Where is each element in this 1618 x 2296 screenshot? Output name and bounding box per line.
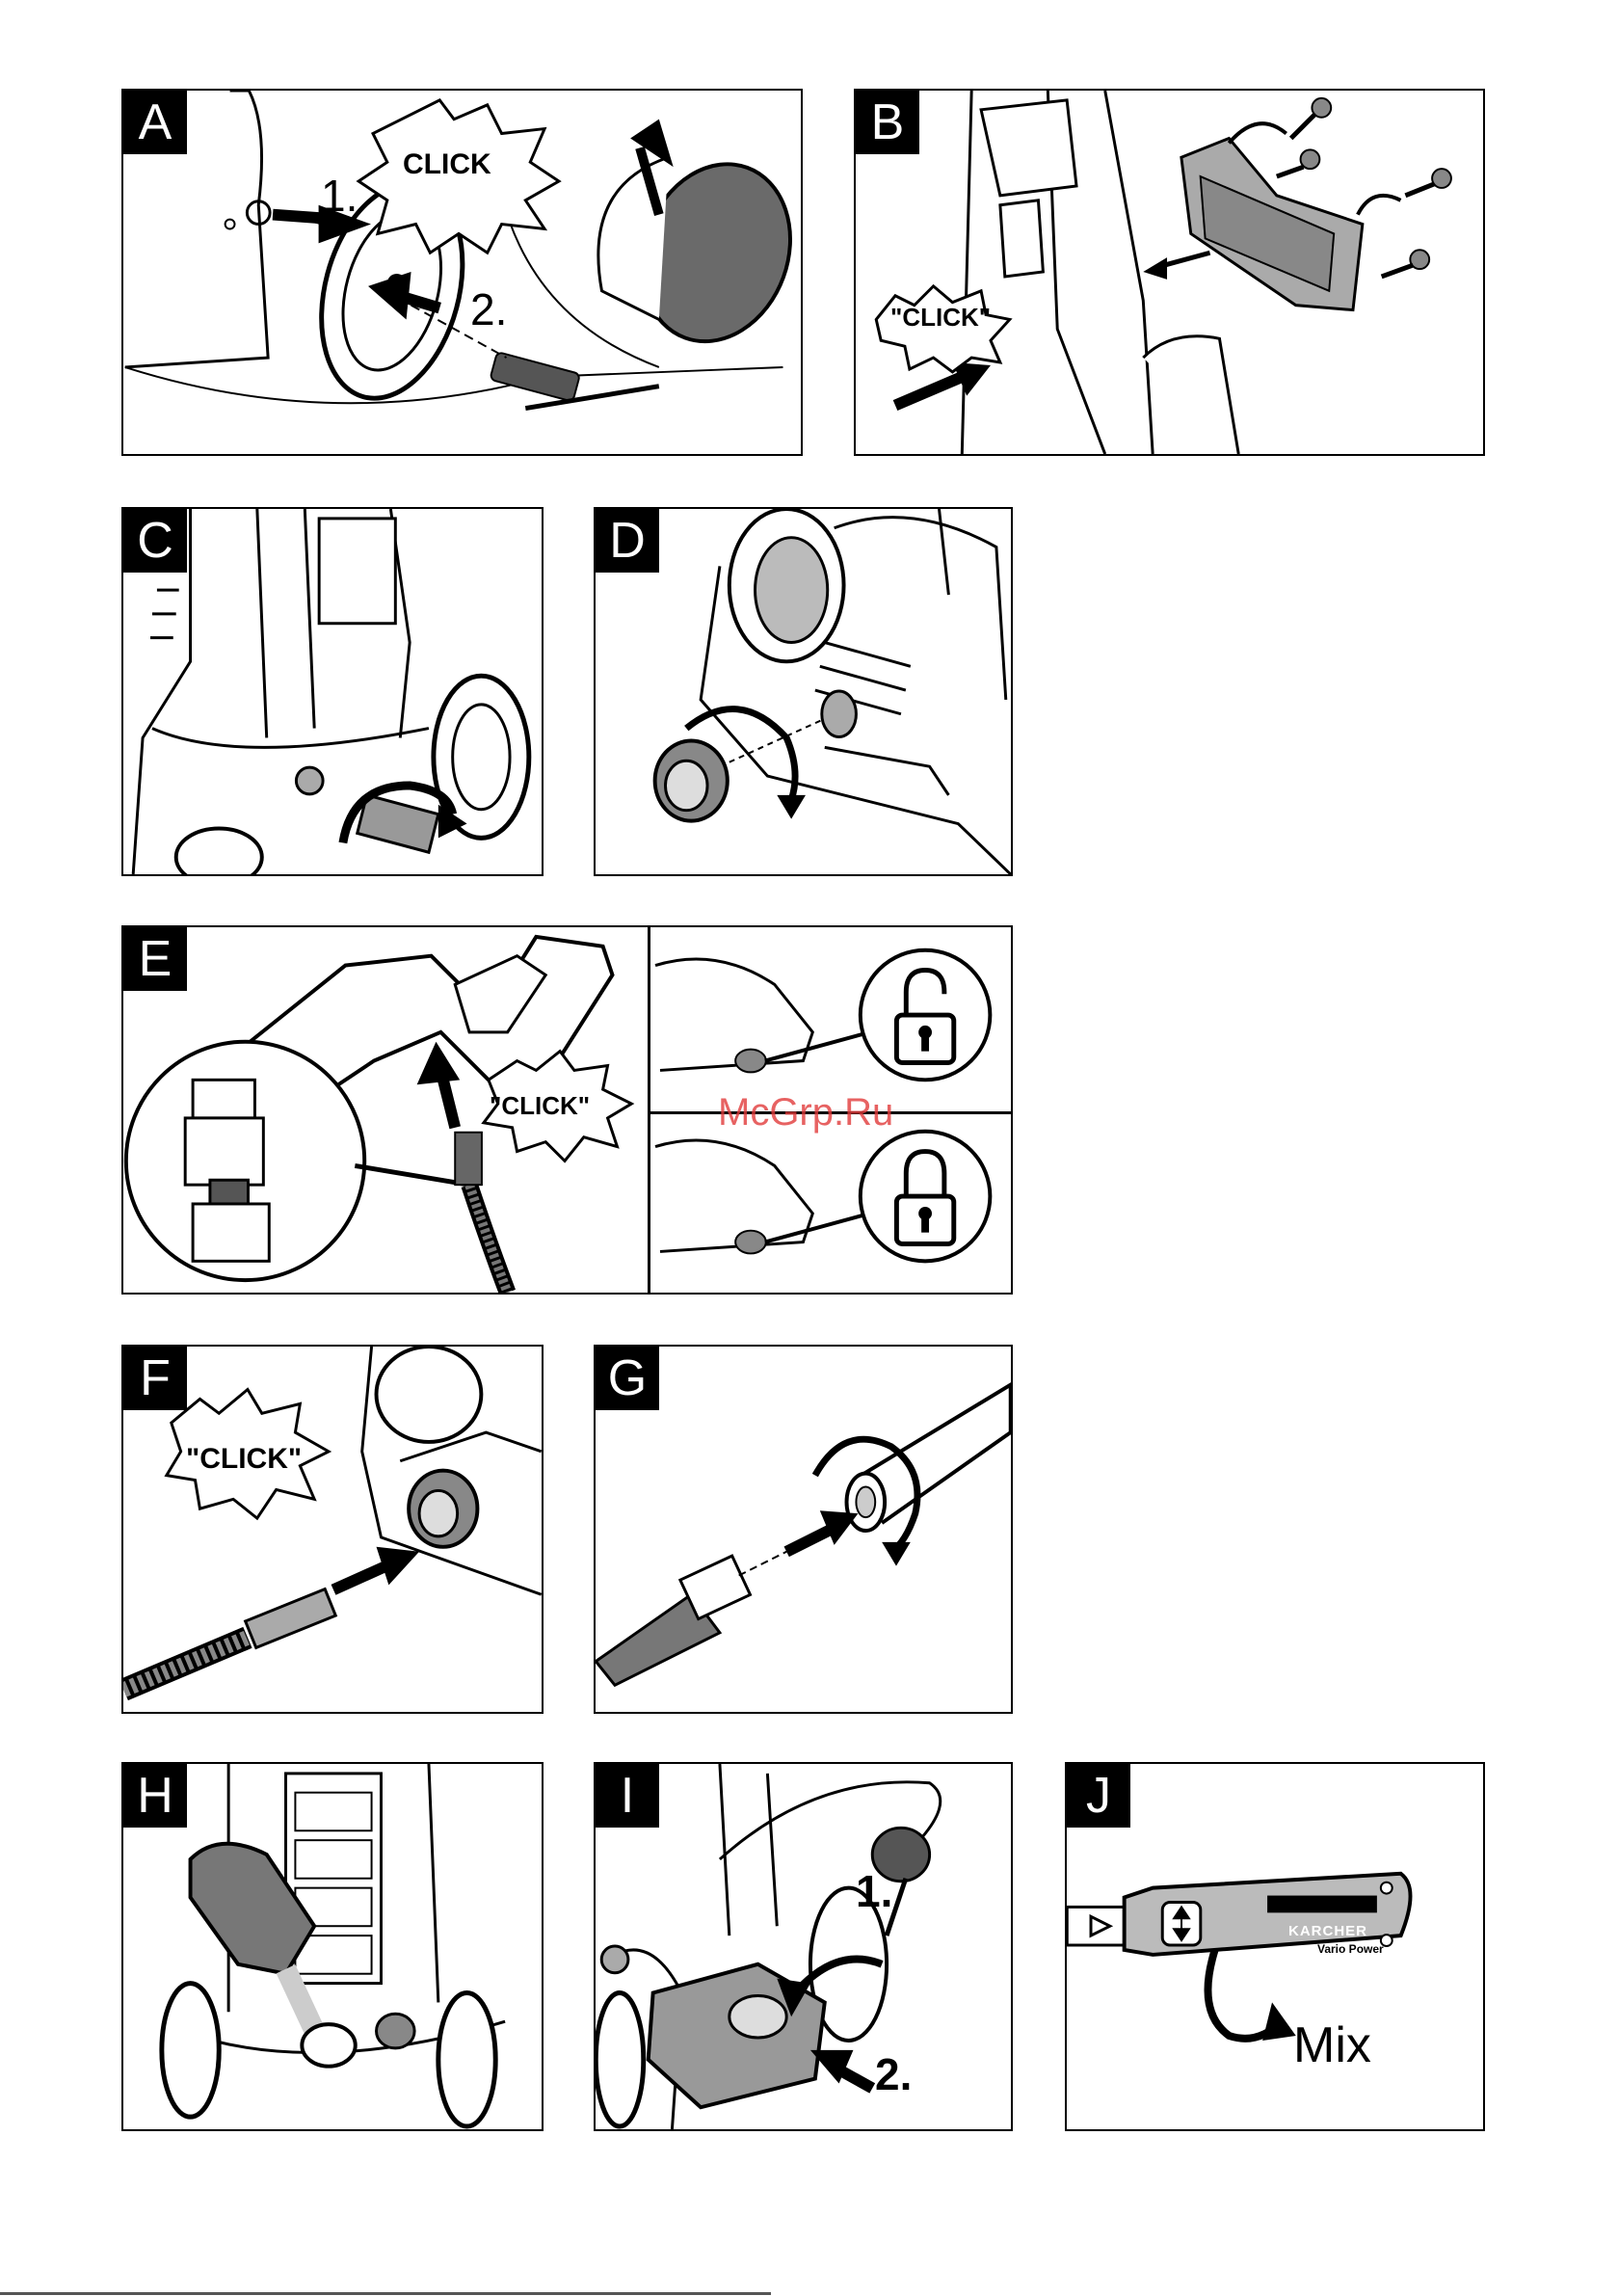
panel-b-tag: B [856, 91, 919, 154]
lock-closed-icon [861, 1132, 991, 1262]
panel-j: J KARCHER Vario Power Mix [1065, 1762, 1485, 2131]
panel-j-brand-label: KARCHER [1288, 1923, 1367, 1939]
panel-h: H [121, 1762, 544, 2131]
rotate-arrow-icon [1207, 1950, 1295, 2041]
panel-b: B "CLICK" [854, 89, 1485, 456]
panel-a-tag: A [123, 91, 187, 154]
panel-b-click-text: "CLICK" [890, 303, 991, 333]
arrow-icon [417, 1042, 461, 1128]
panel-h-tag: H [123, 1764, 187, 1828]
lock-open-icon [861, 950, 991, 1081]
panel-i-step-2: 2. [875, 2048, 912, 2100]
panel-a-illustration [123, 91, 801, 454]
panel-j-tag: J [1067, 1764, 1130, 1828]
panel-i: I 1. 2. [594, 1762, 1013, 2131]
panel-a-step-1: 1. [321, 170, 358, 222]
panel-f-click-text: "CLICK" [186, 1443, 302, 1476]
arrow-icon [333, 1547, 419, 1590]
panel-d: D [594, 507, 1013, 876]
panel-j-mix-label: Mix [1293, 2016, 1371, 2074]
cap-icon [598, 143, 801, 361]
footer-rule [0, 2292, 771, 2295]
panel-i-step-1: 1. [856, 1865, 892, 1917]
panel-c: C [121, 507, 544, 876]
panel-b-illustration [856, 91, 1483, 454]
panel-g-tag: G [596, 1347, 659, 1410]
panel-g: G [594, 1345, 1013, 1714]
panel-a-step-2: 2. [470, 283, 507, 335]
panel-a-click-text: CLICK [403, 148, 491, 181]
panel-e-tag: E [123, 927, 187, 991]
watermark: McGrp.Ru [718, 1091, 893, 1135]
connector-icon [655, 740, 728, 820]
panel-j-model-label: Vario Power [1317, 1942, 1384, 1956]
panel-f-tag: F [123, 1347, 187, 1410]
arrow-icon [786, 1510, 858, 1552]
panel-e-click-text: "CLICK" [490, 1091, 590, 1121]
clip-part-icon [1181, 138, 1363, 309]
nozzle-icon [596, 1556, 750, 1685]
panel-f: F "CLICK" [121, 1345, 544, 1714]
hose-icon [455, 1133, 507, 1293]
hose-icon [123, 1589, 335, 1691]
panel-i-tag: I [596, 1764, 659, 1828]
panel-c-tag: C [123, 509, 187, 573]
arrow-icon [810, 2050, 872, 2089]
panel-d-tag: D [596, 509, 659, 573]
panel-a: A CLICK 1. 2. [121, 89, 803, 456]
adjuster-icon [1162, 1902, 1201, 1945]
connector-icon [409, 1471, 477, 1547]
